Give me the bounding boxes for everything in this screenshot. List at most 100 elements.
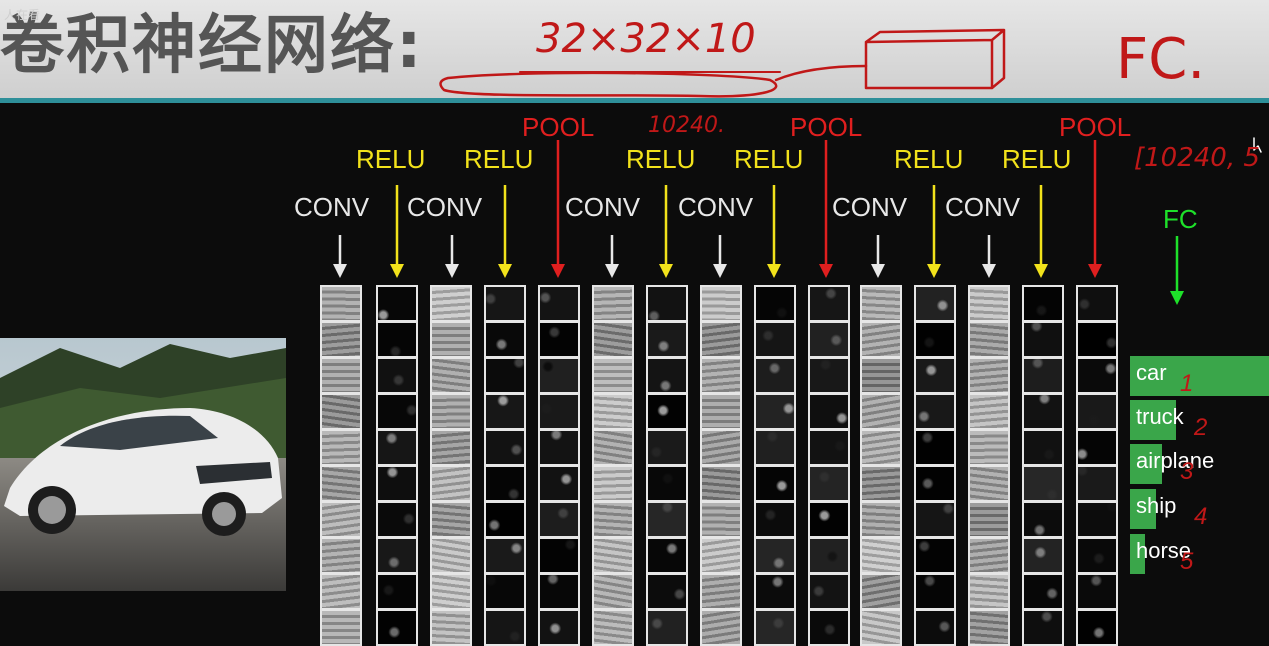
handwriting-rank: 1 bbox=[1180, 370, 1194, 397]
feature-map bbox=[1076, 501, 1118, 538]
feature-map bbox=[320, 429, 362, 466]
class-label: airplane bbox=[1136, 448, 1215, 473]
layer-label-conv-6: CONV bbox=[945, 192, 1021, 222]
feature-map bbox=[914, 465, 956, 502]
layer-label-relu-1: RELU bbox=[356, 144, 426, 174]
feature-map bbox=[484, 393, 526, 430]
feature-map bbox=[754, 465, 796, 502]
feature-map bbox=[968, 357, 1010, 394]
feature-map bbox=[430, 357, 472, 394]
class-score-bar bbox=[1130, 400, 1176, 440]
feature-map bbox=[860, 573, 902, 610]
feature-map bbox=[700, 393, 742, 430]
feature-map bbox=[1022, 429, 1064, 466]
arrow-head-icon bbox=[713, 264, 727, 278]
feature-map bbox=[646, 501, 688, 538]
feature-map bbox=[860, 465, 902, 502]
feature-map bbox=[968, 285, 1010, 322]
feature-map bbox=[430, 573, 472, 610]
layer-label-fc: FC bbox=[1163, 204, 1198, 234]
feature-map bbox=[700, 501, 742, 538]
feature-map bbox=[1076, 429, 1118, 466]
feature-map bbox=[1076, 285, 1118, 322]
feature-map bbox=[1022, 285, 1064, 322]
feature-map bbox=[1076, 465, 1118, 502]
feature-map bbox=[430, 429, 472, 466]
feature-map bbox=[646, 609, 688, 646]
feature-map bbox=[430, 537, 472, 574]
feature-map bbox=[914, 357, 956, 394]
handwriting-rank: 4 bbox=[1194, 503, 1208, 530]
layer-label-conv-5: CONV bbox=[832, 192, 908, 222]
handwriting-rank: 5 bbox=[1180, 548, 1194, 575]
feature-map bbox=[592, 321, 634, 358]
arrow-head-icon bbox=[767, 264, 781, 278]
feature-map bbox=[430, 321, 472, 358]
arrow-head-icon bbox=[819, 264, 833, 278]
feature-map bbox=[754, 573, 796, 610]
feature-map bbox=[430, 609, 472, 646]
feature-map bbox=[646, 285, 688, 322]
feature-map bbox=[376, 393, 418, 430]
feature-map bbox=[484, 321, 526, 358]
feature-map bbox=[914, 393, 956, 430]
feature-map bbox=[1022, 573, 1064, 610]
feature-map bbox=[320, 573, 362, 610]
layer-label-conv-1: CONV bbox=[294, 192, 370, 222]
feature-map bbox=[592, 285, 634, 322]
feature-map bbox=[646, 573, 688, 610]
feature-map bbox=[1022, 393, 1064, 430]
feature-map bbox=[320, 285, 362, 322]
feature-map bbox=[700, 573, 742, 610]
feature-map bbox=[808, 537, 850, 574]
feature-map bbox=[646, 393, 688, 430]
feature-map bbox=[320, 321, 362, 358]
arrow-head-icon bbox=[871, 264, 885, 278]
feature-map bbox=[968, 429, 1010, 466]
feature-map bbox=[320, 609, 362, 646]
feature-map bbox=[914, 573, 956, 610]
feature-map bbox=[1022, 537, 1064, 574]
input-image bbox=[0, 338, 286, 591]
feature-map bbox=[430, 393, 472, 430]
feature-map bbox=[484, 357, 526, 394]
class-label: car bbox=[1136, 360, 1167, 385]
feature-map bbox=[914, 285, 956, 322]
arrow-head-icon bbox=[659, 264, 673, 278]
feature-map bbox=[1076, 537, 1118, 574]
feature-map bbox=[538, 393, 580, 430]
feature-map bbox=[968, 393, 1010, 430]
feature-map bbox=[646, 357, 688, 394]
class-score-bar bbox=[1130, 534, 1145, 574]
feature-map bbox=[538, 537, 580, 574]
class-score-bar bbox=[1130, 444, 1162, 484]
feature-map bbox=[1022, 609, 1064, 646]
feature-map bbox=[1022, 357, 1064, 394]
feature-map bbox=[700, 357, 742, 394]
arrow-head-icon bbox=[1034, 264, 1048, 278]
feature-map bbox=[860, 501, 902, 538]
layer-label-conv-4: CONV bbox=[678, 192, 754, 222]
handwriting-cursor-icon bbox=[1253, 137, 1262, 153]
feature-map bbox=[808, 285, 850, 322]
feature-map bbox=[968, 573, 1010, 610]
arrow-head-icon bbox=[390, 264, 404, 278]
feature-map bbox=[860, 429, 902, 466]
feature-map bbox=[914, 537, 956, 574]
handwriting-10240-top: 10240. bbox=[648, 113, 725, 138]
layer-label-conv-2: CONV bbox=[407, 192, 483, 222]
feature-map bbox=[860, 393, 902, 430]
feature-map bbox=[754, 393, 796, 430]
feature-map bbox=[808, 609, 850, 646]
layer-label-relu-5: RELU bbox=[894, 144, 964, 174]
feature-map bbox=[754, 429, 796, 466]
feature-map bbox=[914, 501, 956, 538]
feature-map bbox=[538, 501, 580, 538]
feature-map bbox=[754, 285, 796, 322]
feature-map bbox=[592, 501, 634, 538]
feature-map bbox=[538, 429, 580, 466]
feature-map bbox=[320, 393, 362, 430]
feature-map bbox=[538, 609, 580, 646]
class-score-bar bbox=[1130, 489, 1156, 529]
feature-map bbox=[538, 573, 580, 610]
